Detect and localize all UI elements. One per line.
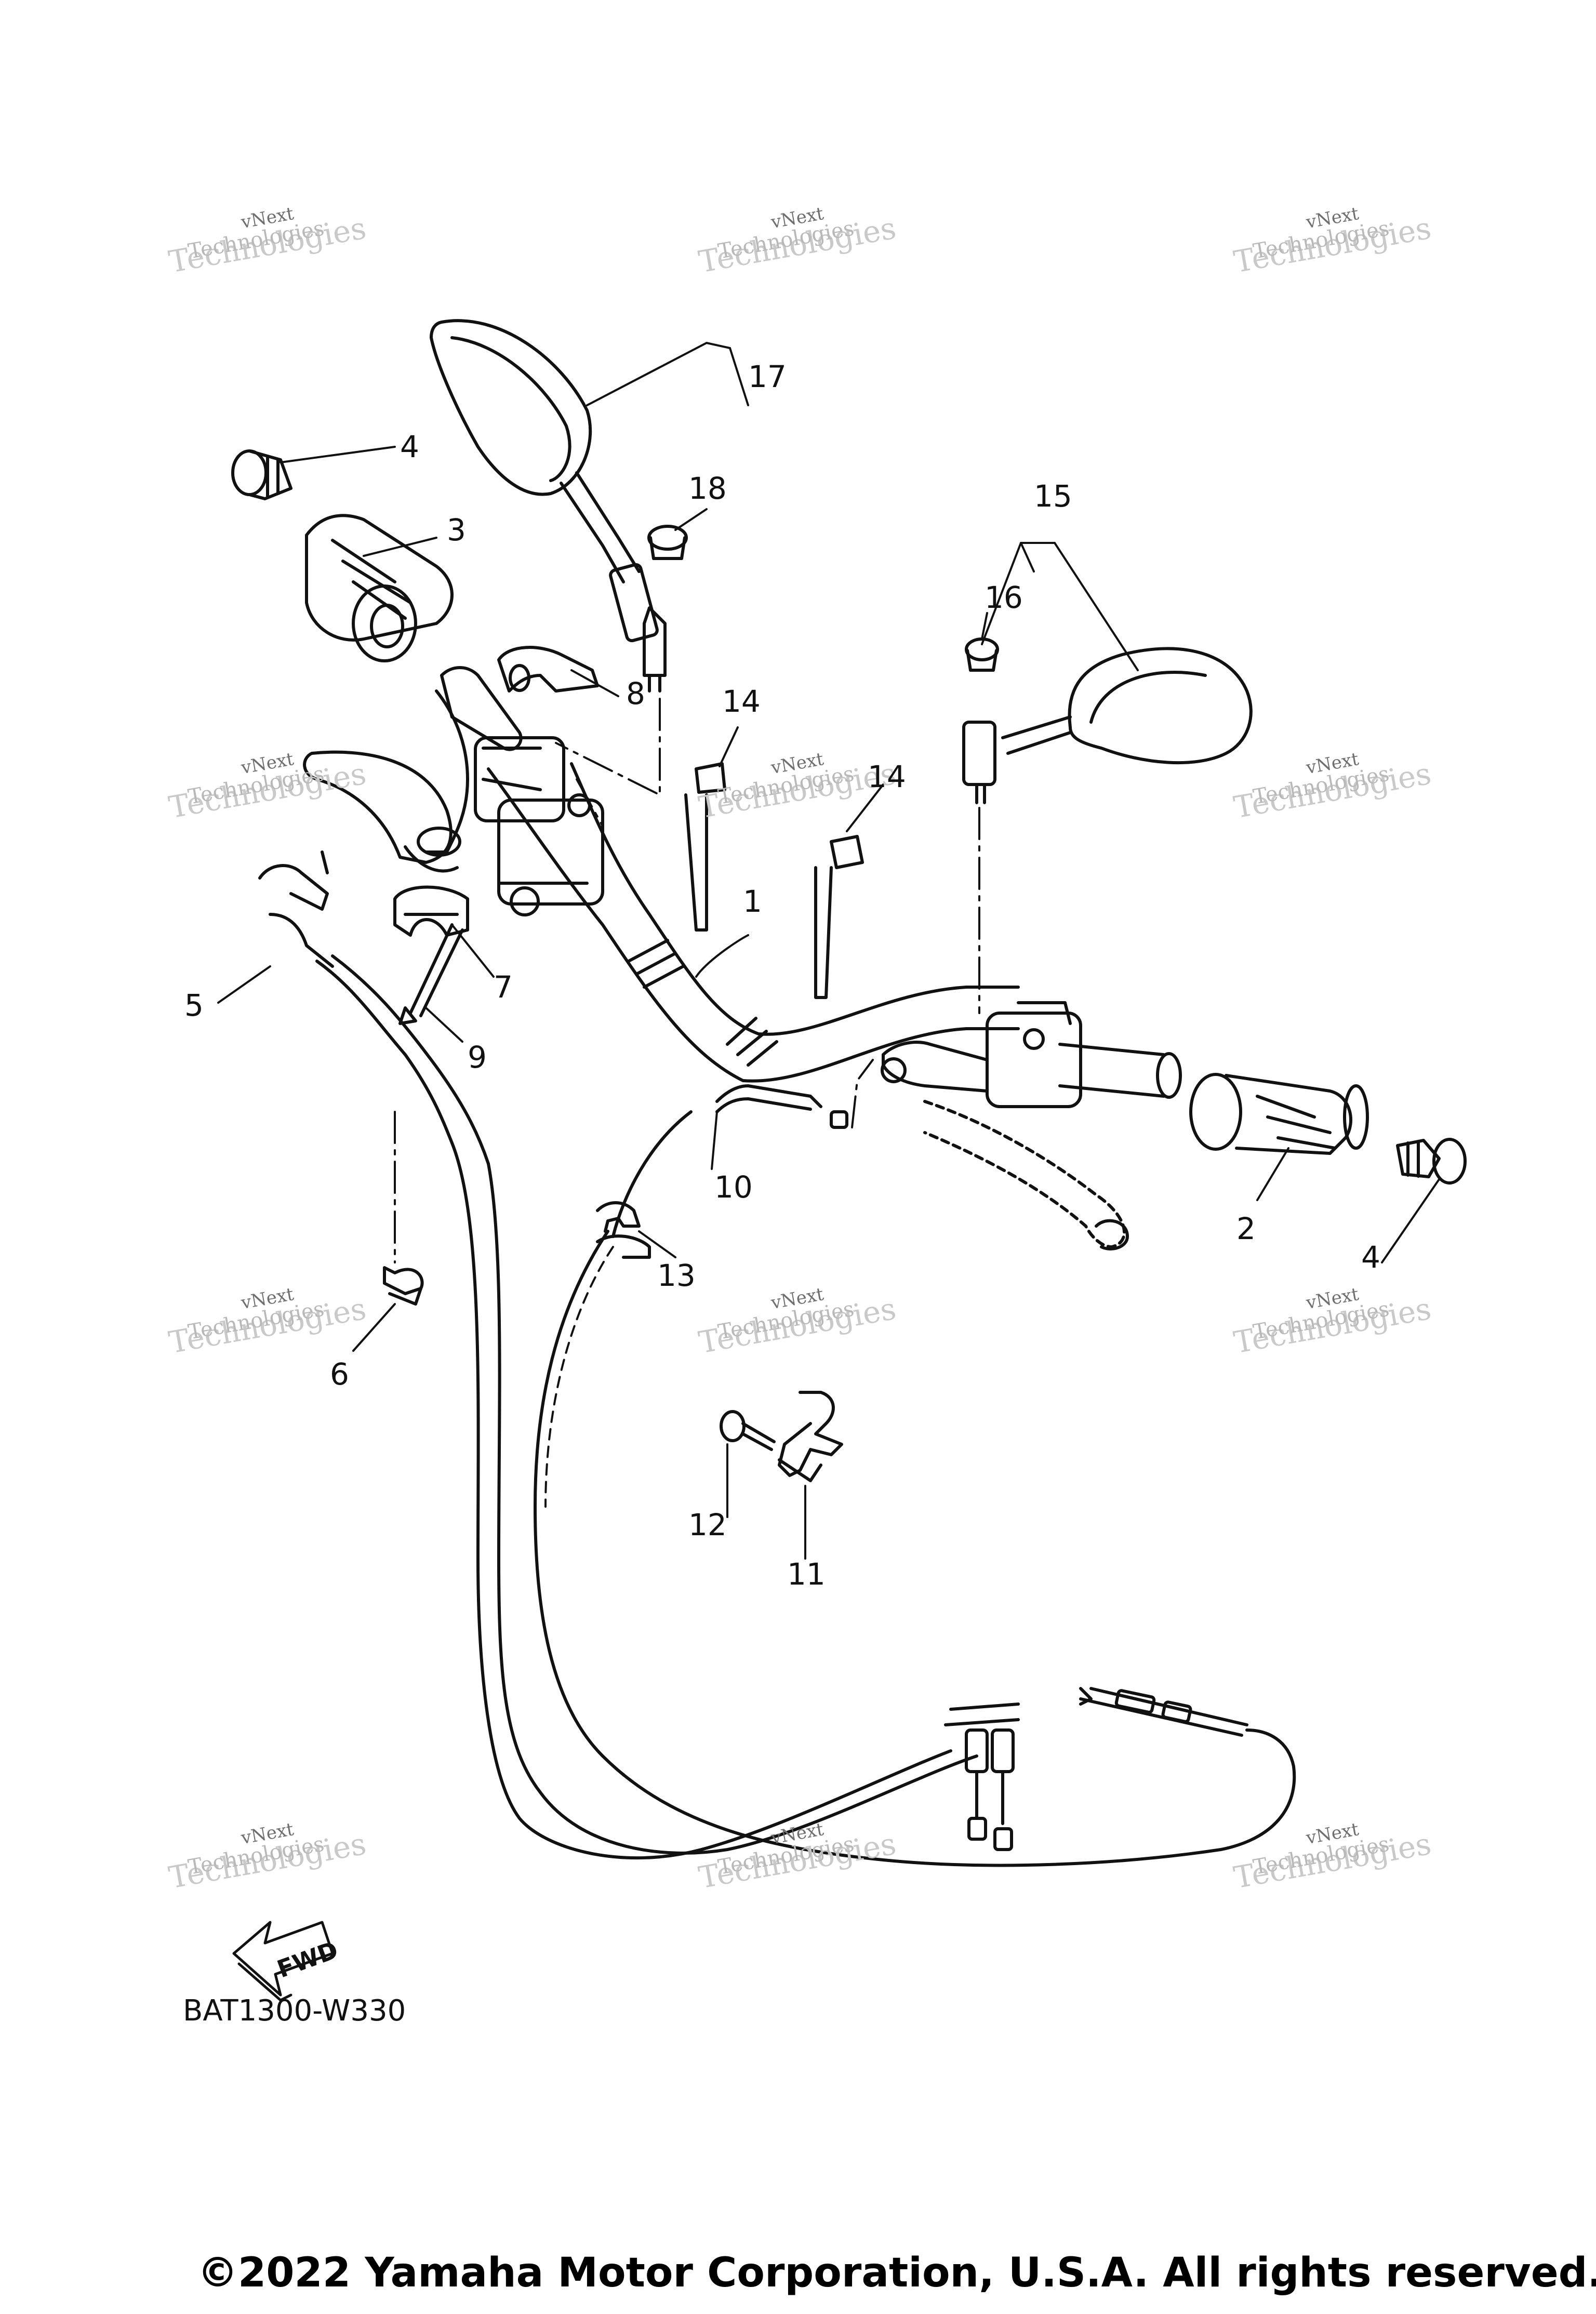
holder-8 <box>497 646 599 693</box>
clutch-cable <box>534 1084 1296 1867</box>
throttle-cables <box>258 850 1020 1860</box>
callout-18: 18 <box>688 471 727 506</box>
callout-5: 5 <box>184 988 204 1023</box>
callout-8: 8 <box>626 676 645 711</box>
left-grip <box>305 514 523 751</box>
right-bar-end <box>1396 1138 1467 1185</box>
bolt-9 <box>398 923 464 1025</box>
clamp-7 <box>393 885 469 937</box>
left-bar-end <box>231 449 292 500</box>
callout-3: 3 <box>447 512 466 548</box>
watermark: Technologies vNext Technologies <box>696 1284 899 1360</box>
callout-16: 16 <box>985 580 1023 615</box>
callout-7: 7 <box>494 969 513 1005</box>
bolt-12 <box>720 1410 776 1451</box>
fwd-label: FWD <box>273 1936 342 1984</box>
right-lever <box>923 1100 1126 1248</box>
callout-10: 10 <box>714 1169 753 1205</box>
right-switch <box>881 1001 1082 1108</box>
cable-tie-left <box>684 762 726 932</box>
right-lever-tip <box>1095 1219 1129 1251</box>
watermark: Technologies vNext Technologies <box>1231 203 1434 280</box>
callout-6: 6 <box>330 1357 349 1392</box>
watermark: Technologies vNext Technologies <box>166 203 369 280</box>
callout-11: 11 <box>787 1557 826 1592</box>
watermark: Technologies vNext Technologies <box>1231 1284 1434 1360</box>
handlebar-part <box>487 762 1182 1099</box>
left-mirror-cap <box>647 525 688 560</box>
right-mirror <box>962 647 1253 804</box>
callout-14-left: 14 <box>722 684 761 719</box>
bracket-11 <box>778 1391 843 1482</box>
watermark: Technologies vNext Technologies <box>1231 1819 1434 1895</box>
callout-2: 2 <box>1236 1211 1256 1246</box>
diagram-code: BAT1300-W330 <box>183 1994 406 2028</box>
watermark-grid: Technologies vNext Technologies Technolo… <box>166 203 1434 1895</box>
callout-14-right: 14 <box>868 759 906 794</box>
right-grip <box>1189 1073 1369 1155</box>
throttle-lower-dash <box>544 1246 614 1508</box>
left-lever <box>303 750 461 873</box>
callout-12: 12 <box>688 1507 727 1542</box>
callout-17: 17 <box>748 359 787 394</box>
callout-labels: 1 2 3 4 4 5 6 7 8 9 10 11 12 13 14 14 15… <box>184 359 1380 1592</box>
copyright-notice: ©2022 Yamaha Motor Corporation, U.S.A. A… <box>197 2250 1596 2296</box>
callout-4-left: 4 <box>400 429 419 464</box>
callout-9: 9 <box>468 1040 487 1075</box>
watermark: Technologies vNext Technologies <box>166 1819 369 1895</box>
watermark: Technologies vNext Technologies <box>166 1284 369 1360</box>
watermark: Technologies vNext Technologies <box>696 203 899 280</box>
fwd-arrow <box>232 1921 334 2002</box>
leader-lines <box>217 342 1440 1560</box>
callout-1: 1 <box>743 884 762 919</box>
callout-15: 15 <box>1034 478 1072 514</box>
watermark: Technologies vNext Technologies <box>1231 749 1434 825</box>
callout-4-right: 4 <box>1361 1240 1380 1275</box>
cable-tie-right <box>814 835 864 999</box>
watermark: Technologies vNext Technologies <box>166 749 369 825</box>
left-mirror <box>430 319 667 693</box>
assembly-guide-lines <box>394 698 980 1264</box>
clip-6 <box>383 1266 424 1306</box>
callout-13: 13 <box>657 1258 696 1293</box>
clamp-13 <box>596 1201 651 1259</box>
